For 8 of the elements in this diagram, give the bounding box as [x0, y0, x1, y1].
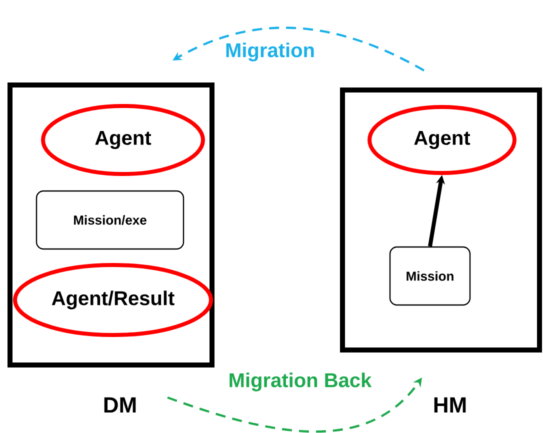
- edge-label: Migration Back: [226, 370, 374, 394]
- machine-box: [8, 82, 214, 368]
- machine-box: [340, 88, 542, 352]
- mission-box: Mission/exe: [36, 190, 184, 250]
- machine-label: HM: [434, 397, 466, 413]
- mission-box: Mission: [389, 246, 471, 306]
- machine-label: DM: [104, 397, 136, 413]
- edge-label: Migration: [223, 40, 317, 64]
